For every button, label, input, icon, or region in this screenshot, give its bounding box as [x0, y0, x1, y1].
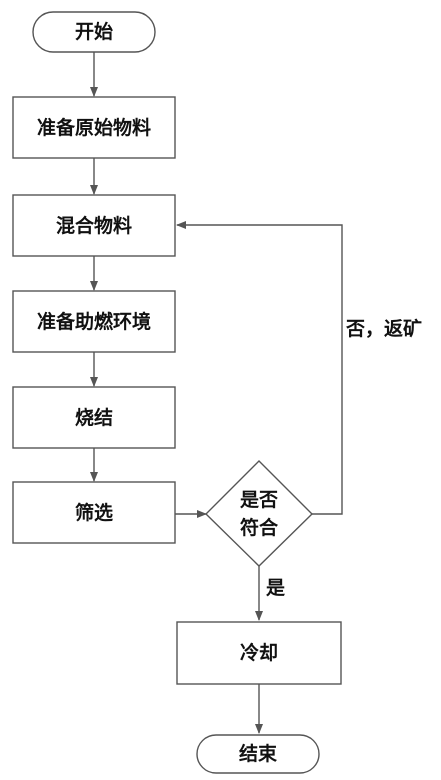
mix-material-box — [12, 194, 176, 257]
sinter-box — [12, 386, 176, 449]
mix-material-label: 混合物料 — [56, 214, 132, 237]
decision-diamond — [205, 460, 313, 567]
sinter-label: 烧结 — [75, 406, 113, 429]
end-terminal — [196, 734, 320, 774]
edge-label-no-return: 否，返矿 — [345, 317, 422, 340]
cool-label: 冷却 — [240, 641, 278, 664]
decision-label-line1: 是否 — [240, 489, 278, 511]
end-label: 结束 — [239, 742, 278, 765]
screen-label: 筛选 — [75, 501, 113, 524]
edge-label-yes: 是 — [266, 577, 285, 599]
prepare-material-label: 准备原始物料 — [37, 116, 151, 139]
edge-decision-return-to-mix — [176, 221, 343, 515]
prepare-material-box — [12, 96, 176, 159]
prepare-combustion-label: 准备助燃环境 — [37, 310, 151, 333]
prepare-combustion-box — [12, 290, 176, 353]
decision-label-line2: 符合 — [240, 516, 279, 539]
start-label: 开始 — [75, 20, 113, 43]
start-terminal — [32, 11, 156, 53]
screen-box — [12, 481, 176, 544]
cool-box — [176, 621, 342, 685]
